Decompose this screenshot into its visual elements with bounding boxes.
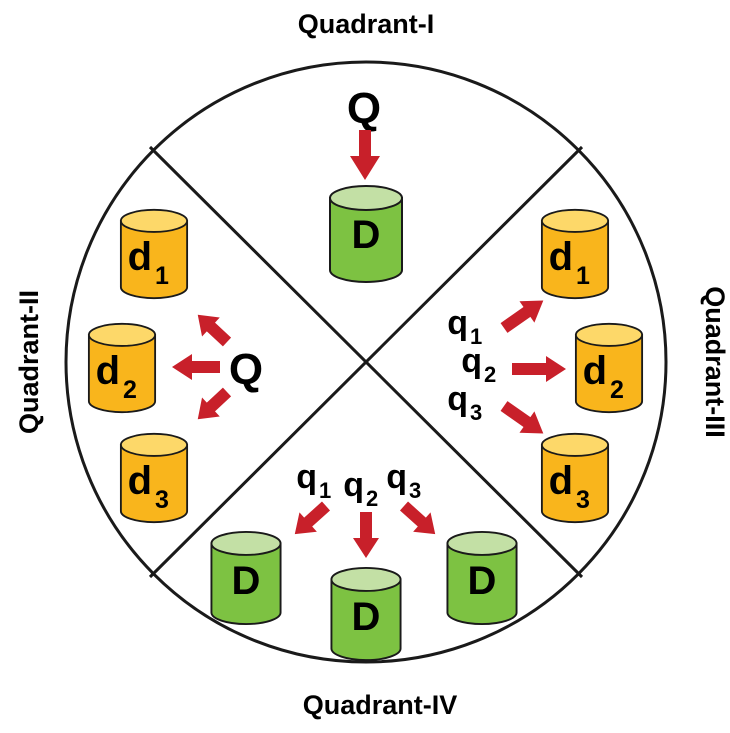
svg-text:q: q (343, 466, 364, 504)
svg-text:3: 3 (409, 478, 421, 503)
database-cylinder: d 1 (119, 208, 189, 300)
database-cylinder: D (329, 185, 403, 283)
database-label: d (128, 235, 152, 279)
database-cylinder: d 3 (540, 432, 610, 524)
query-q1: q 1 (447, 304, 482, 349)
database-cylinder: d 3 (119, 432, 189, 524)
divider-line-2 (148, 145, 584, 579)
quadrant-i: Q D (329, 84, 403, 283)
svg-text:1: 1 (319, 478, 331, 503)
arrow-q2-to-db (353, 512, 379, 558)
database-cylinder: d 2 (574, 322, 644, 414)
svg-text:2: 2 (484, 362, 496, 387)
arrow-to-d3 (197, 387, 232, 420)
arrow-q1-to-d1 (500, 300, 544, 333)
arrow-to-d1 (197, 314, 232, 347)
arrow-q2-to-d2 (512, 356, 566, 382)
database-cylinder: d 1 (540, 208, 610, 300)
database-label: d (549, 235, 573, 279)
query-q2: q 2 (461, 342, 496, 387)
query-q1: q 1 (296, 458, 331, 503)
svg-text:3: 3 (470, 400, 482, 425)
svg-text:q: q (447, 304, 468, 342)
svg-text:2: 2 (366, 486, 378, 511)
svg-text:q: q (296, 458, 317, 496)
quadrant-iii: d 1 d 2 d 3 q 1 q 2 q 3 (447, 208, 644, 524)
database-label: d (583, 349, 607, 393)
database-subscript: 2 (123, 376, 137, 404)
database-cylinder: d 2 (87, 322, 157, 414)
arrow-q1-to-db (294, 501, 331, 535)
database-cylinder: D (210, 530, 282, 626)
database-subscript: 1 (576, 262, 590, 290)
arrow-down (350, 130, 380, 180)
database-cylinder: D (446, 530, 518, 626)
arrow-q3-to-db (399, 501, 436, 535)
quadrant-ii-label: Quadrant-II (14, 290, 44, 434)
database-label: d (549, 459, 573, 503)
database-subscript: 3 (576, 486, 590, 514)
svg-text:1: 1 (470, 324, 482, 349)
database-label: d (96, 349, 120, 393)
query-q: Q (229, 345, 263, 394)
database-label: D (352, 595, 381, 639)
svg-text:q: q (461, 342, 482, 380)
query-q2: q 2 (343, 466, 378, 511)
database-subscript: 2 (610, 376, 624, 404)
database-label: D (352, 213, 381, 257)
quadrant-i-label: Quadrant-I (298, 9, 435, 39)
quadrant-iii-label: Quadrant-III (700, 286, 730, 438)
database-label: d (128, 459, 152, 503)
arrow-q3-to-d3 (500, 401, 544, 434)
query-q3: q 3 (447, 380, 482, 425)
query-q3: q 3 (386, 458, 421, 503)
arrow-to-d2 (172, 354, 220, 380)
database-cylinder: D (330, 566, 402, 662)
quadrant-iv: q 1 q 2 q 3 D D D (210, 458, 518, 662)
quadrant-ii: d 1 d 2 d 3 Q (87, 208, 263, 524)
database-label: D (468, 559, 497, 603)
database-label: D (232, 559, 261, 603)
database-subscript: 1 (155, 262, 169, 290)
quadrant-iv-label: Quadrant-IV (303, 690, 458, 720)
svg-text:q: q (447, 380, 468, 418)
database-subscript: 3 (155, 486, 169, 514)
svg-text:q: q (386, 458, 407, 496)
query-q: Q (347, 84, 381, 133)
